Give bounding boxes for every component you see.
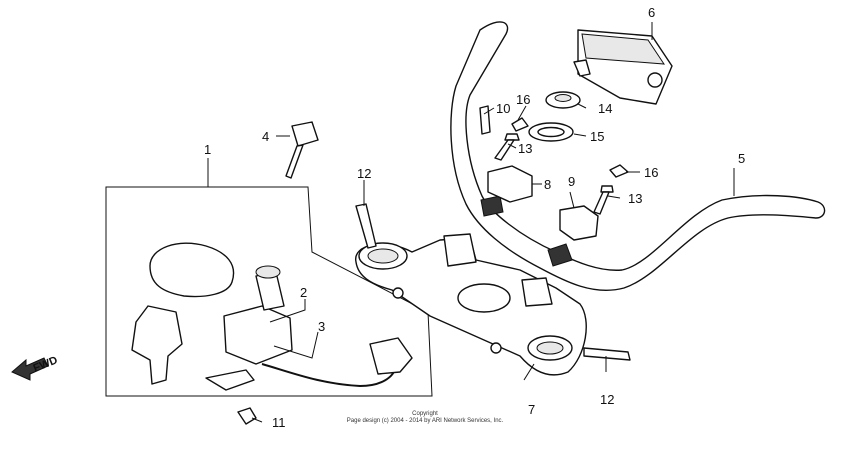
harness-connector[interactable] — [369, 337, 413, 375]
ignition-cover[interactable] — [149, 242, 235, 298]
callout-14: 14 — [598, 101, 612, 116]
steering-lock[interactable] — [131, 305, 183, 385]
callout-4: 4 — [262, 129, 269, 144]
handlebar[interactable] — [450, 21, 826, 292]
holder-upper-9[interactable] — [559, 205, 599, 241]
ignition-switch[interactable] — [223, 265, 293, 365]
mounting-plate[interactable] — [205, 369, 255, 391]
callout-7: 7 — [528, 402, 535, 417]
nut[interactable] — [545, 91, 581, 109]
callout-16-lower: 16 — [644, 165, 658, 180]
bolt-lower[interactable] — [593, 185, 614, 215]
fwd-arrow-icon — [11, 357, 49, 381]
callout-2: 2 — [300, 285, 307, 300]
callout-9: 9 — [568, 174, 575, 189]
bolt-12-lower[interactable] — [583, 347, 631, 361]
callout-11: 11 — [272, 415, 286, 430]
callout-16-upper: 16 — [516, 92, 530, 107]
screw-11[interactable] — [237, 407, 257, 425]
callout-8: 8 — [544, 177, 551, 192]
fwd-label: FWD — [32, 354, 60, 375]
top-bridge[interactable] — [355, 233, 587, 376]
callout-15: 15 — [590, 129, 604, 144]
cap-nut-upper[interactable] — [511, 117, 529, 132]
switch-housing[interactable] — [573, 29, 673, 105]
wire-harness — [261, 363, 397, 388]
holder-upper-8[interactable] — [487, 165, 533, 203]
callout-12-lower: 12 — [600, 392, 614, 407]
key[interactable] — [285, 121, 319, 179]
callout-13-upper: 13 — [518, 141, 532, 156]
callout-6: 6 — [648, 5, 655, 20]
callout-12-upper: 12 — [357, 166, 371, 181]
copyright-line-2: Page design (c) 2004 - 2014 by ARI Netwo… — [346, 418, 504, 424]
callout-10: 10 — [496, 101, 510, 116]
bolt-12-upper[interactable] — [355, 203, 377, 249]
callout-1: 1 — [204, 142, 211, 157]
pin[interactable] — [479, 105, 491, 135]
callout-5: 5 — [738, 151, 745, 166]
copyright-notice: Copyright Page design (c) 2004 - 2014 by… — [300, 411, 550, 425]
cap-nut-lower[interactable] — [609, 164, 629, 178]
copyright-line-1: Copyright — [412, 411, 438, 417]
callout-13-lower: 13 — [628, 191, 642, 206]
washer[interactable] — [528, 122, 574, 142]
bolt-upper[interactable] — [494, 133, 520, 161]
callout-3: 3 — [318, 319, 325, 334]
